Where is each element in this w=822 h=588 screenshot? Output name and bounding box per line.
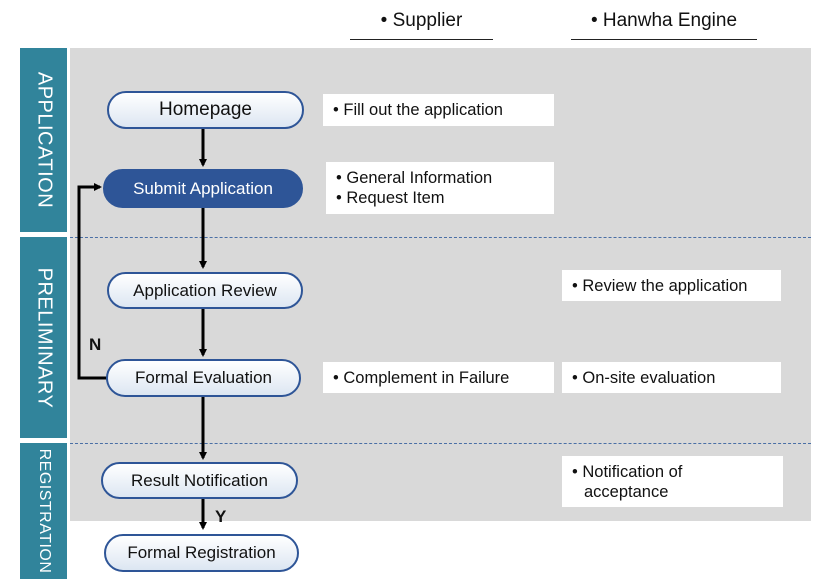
- bullet: •: [336, 169, 342, 187]
- step-result-label: Result Notification: [130, 470, 268, 490]
- hanwha-column-header: • Hanwha Engine: [571, 10, 757, 40]
- hanwha-label: Hanwha Engine: [602, 10, 738, 31]
- step-formal-eval-label: Formal Evaluation: [134, 368, 272, 387]
- header-underline: [350, 39, 493, 40]
- branch-label-yes: Y: [215, 507, 227, 526]
- hanwha-note-notification: • Notification of acceptance: [562, 456, 783, 507]
- hanwha-note-onsite: • On-site evaluation: [562, 362, 781, 393]
- note-notification-text-1: Notification of: [582, 462, 683, 481]
- supplier-note-submit: • General Information • Request Item: [326, 162, 554, 214]
- note-hanwha-review-text: Review the application: [582, 276, 748, 295]
- bullet: •: [336, 189, 342, 207]
- step-formal-registration: Formal Registration: [104, 534, 299, 572]
- note-fill-text: Fill out the application: [343, 101, 503, 119]
- bullet: •: [572, 276, 578, 295]
- header-underline: [571, 39, 757, 40]
- supplier-column-header: • Supplier: [350, 10, 493, 40]
- step-homepage-label: Homepage: [159, 99, 252, 120]
- hanwha-note-review: • Review the application: [562, 270, 781, 301]
- step-submit-application: Submit Application: [103, 169, 303, 208]
- step-result-notification: Result Notification: [101, 462, 298, 499]
- step-registration-label: Formal Registration: [127, 543, 276, 562]
- bullet: •: [572, 462, 578, 481]
- phase-divider: [70, 443, 811, 444]
- step-application-review: Application Review: [107, 272, 303, 309]
- supplier-label: Supplier: [392, 10, 463, 31]
- arrow-feedback-loop: [77, 183, 108, 380]
- branch-label-no: N: [89, 335, 102, 354]
- supplier-note-fill: • Fill out the application: [323, 94, 554, 126]
- bullet: •: [333, 101, 339, 119]
- note-onsite-text: On-site evaluation: [582, 368, 716, 387]
- step-review-label: Application Review: [133, 280, 277, 300]
- supplier-note-complement: • Complement in Failure: [323, 362, 554, 393]
- bullet: •: [380, 10, 388, 31]
- note-request-text: Request Item: [346, 189, 445, 207]
- phase-divider: [70, 237, 811, 238]
- step-formal-evaluation: Formal Evaluation: [106, 359, 301, 397]
- phase-application: APPLICATION: [20, 48, 67, 232]
- step-submit-label: Submit Application: [133, 178, 273, 198]
- note-complement-text: Complement in Failure: [343, 368, 510, 387]
- phase-registration: REGISTRATION: [20, 443, 67, 579]
- bullet: •: [590, 10, 598, 31]
- note-general-text: General Information: [346, 169, 493, 187]
- bullet: •: [333, 368, 339, 387]
- phase-preliminary: PRELIMINARY: [20, 237, 67, 438]
- step-homepage: Homepage: [107, 91, 304, 129]
- bullet: •: [572, 368, 578, 387]
- note-notification-text-2: acceptance: [584, 482, 669, 501]
